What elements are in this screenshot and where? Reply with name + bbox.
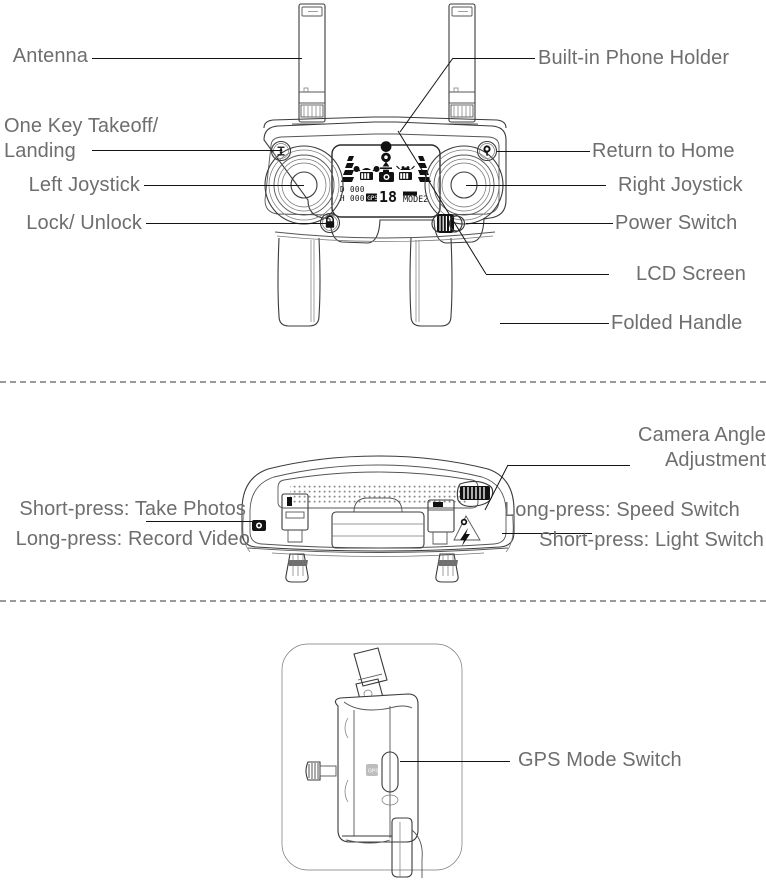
- label-takeoff-line2: Landing: [4, 140, 76, 162]
- label-lcd-screen-text: LCD Screen: [636, 263, 746, 285]
- leader-right-joystick: [466, 185, 606, 186]
- label-folded-handle: Folded Handle: [611, 311, 742, 336]
- antenna-left: [298, 3, 326, 123]
- label-take-photos-text: Short-press: Take Photos: [19, 498, 246, 520]
- leader-power-switch: [466, 223, 613, 224]
- remote-controller-top-illustration: [228, 450, 528, 595]
- return-to-home-icon: [483, 145, 491, 156]
- gps-switch-badge: [366, 764, 378, 776]
- label-lock-unlock: Lock/ Unlock: [0, 211, 142, 236]
- power-switch: [431, 214, 466, 233]
- drone-battery-icon: [353, 166, 380, 180]
- leader-left-joystick: [144, 185, 304, 186]
- remote-controller-front-illustration: D 000 H 000 GPS 18 MODE2: [240, 0, 530, 360]
- leader-diagonals-front: [397, 57, 487, 275]
- shoulder-button-right: [427, 499, 455, 545]
- label-right-joystick-text: Right Joystick: [618, 174, 743, 196]
- leader-speed-light: [502, 533, 592, 534]
- label-power-switch-text: Power Switch: [615, 212, 738, 234]
- label-built-in-phone-holder: Built-in Phone Holder: [538, 46, 729, 71]
- leader-lcd-screen: [486, 274, 609, 275]
- label-return-home-text: Return to Home: [592, 140, 735, 162]
- label-short-press-take-photos: Short-press: Take Photos: [0, 497, 246, 522]
- label-short-press-light-switch: Short-press: Light Switch: [500, 528, 764, 553]
- speed-light-button: [453, 515, 481, 546]
- side-dial: [305, 761, 337, 781]
- leader-phone-holder: [453, 58, 535, 59]
- label-long-press-record-video: Long-press: Record Video: [0, 527, 250, 552]
- folded-handle-left: [277, 237, 321, 327]
- remote-controller-side-illustration: GPS: [280, 640, 490, 880]
- label-camera-angle-line1: Camera Angle: [638, 424, 766, 446]
- return-to-home-button: [476, 140, 498, 162]
- leader-gps-mode-switch: [400, 761, 510, 762]
- lcd-mode-bar: [403, 191, 417, 196]
- camera-icon: [379, 169, 394, 182]
- label-antenna: Antenna: [0, 44, 88, 69]
- label-long-press-speed-switch: Long-press: Speed Switch: [504, 498, 740, 523]
- lock-icon: [325, 215, 335, 228]
- foot-left: [285, 553, 309, 583]
- label-antenna-text: Antenna: [12, 45, 88, 67]
- label-camera-angle-line2: Adjustment: [664, 449, 766, 471]
- gps-switch-label: GPS: [368, 769, 379, 775]
- label-takeoff-line1: One Key Takeoff/: [4, 115, 159, 137]
- lcd-satellite-count: 18: [379, 188, 397, 206]
- leader-photo-button: [146, 521, 254, 522]
- lcd-height-row: H 000: [340, 194, 365, 203]
- leader-return-home: [497, 151, 590, 152]
- label-gps-mode-switch-text: GPS Mode Switch: [518, 749, 682, 771]
- label-power-switch: Power Switch: [615, 211, 737, 236]
- camera-button: [252, 520, 266, 531]
- controller-battery-icon: [396, 165, 415, 180]
- label-left-joystick: Left Joystick: [0, 173, 140, 198]
- lcd-gps-badge: [366, 193, 377, 202]
- vent-grille: [277, 471, 479, 509]
- gps-pin-icon: [380, 141, 392, 169]
- folded-handle-right: [409, 237, 453, 327]
- label-light-switch-text: Short-press: Light Switch: [539, 529, 764, 551]
- label-lcd-screen: LCD Screen: [636, 262, 746, 287]
- lcd-gps-label: GPS: [367, 195, 378, 202]
- leader-lock: [146, 223, 330, 224]
- takeoff-landing-icon: [277, 146, 285, 156]
- label-right-joystick: Right Joystick: [618, 173, 743, 198]
- leader-takeoff: [92, 150, 282, 151]
- centre-latch: [331, 497, 425, 549]
- label-lock-unlock-text: Lock/ Unlock: [26, 212, 142, 234]
- label-left-joystick-text: Left Joystick: [28, 174, 140, 196]
- leader-camera-angle: [508, 465, 630, 466]
- leader-folded-handle: [500, 323, 609, 324]
- lcd-distance-row: D 000: [340, 185, 365, 194]
- label-return-to-home: Return to Home: [592, 139, 735, 164]
- section-divider-2: [0, 600, 766, 602]
- label-speed-switch-text: Long-press: Speed Switch: [504, 499, 740, 521]
- camera-angle-dial: [456, 480, 494, 507]
- leader-diagonal-camera-angle: [484, 464, 509, 511]
- label-one-key-takeoff: One Key Takeoff/ Landing: [4, 114, 204, 164]
- lcd-mode-text: MODE2: [403, 194, 428, 204]
- gps-mode-switch: GPS: [366, 751, 399, 806]
- section-divider-1: [0, 381, 766, 383]
- label-phone-holder-text: Built-in Phone Holder: [538, 47, 730, 69]
- label-gps-mode-switch: GPS Mode Switch: [518, 748, 682, 773]
- label-record-video-text: Long-press: Record Video: [15, 528, 250, 550]
- signal-bars-left: [341, 156, 354, 182]
- shoulder-button-left: [281, 493, 309, 543]
- takeoff-landing-button: [270, 140, 292, 162]
- leader-antenna: [92, 58, 302, 59]
- label-camera-angle-adjustment: Camera Angle Adjustment: [520, 423, 766, 473]
- foot-right: [435, 553, 459, 583]
- label-folded-handle-text: Folded Handle: [611, 312, 743, 334]
